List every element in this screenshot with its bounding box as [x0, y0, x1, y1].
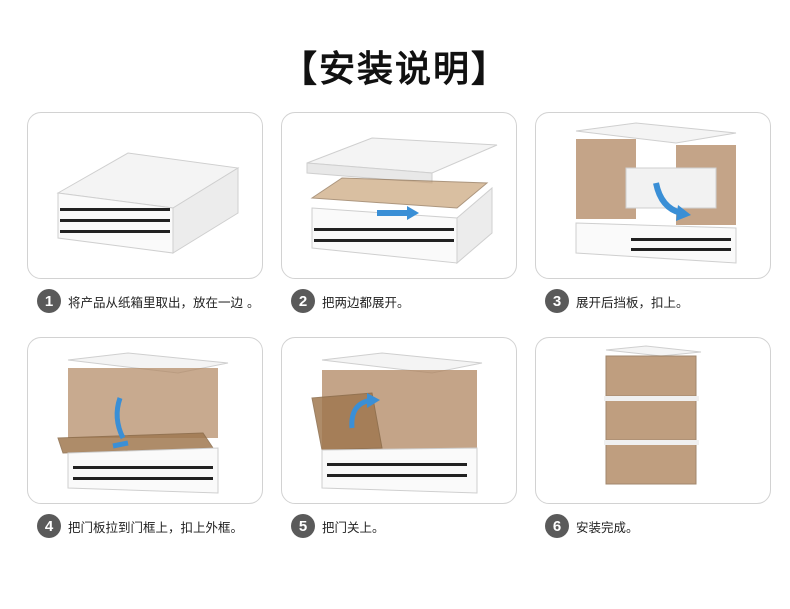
step-1-text: 将产品从纸箱里取出，放在一边 。: [68, 294, 260, 310]
raise-back-panel-illustration: [575, 122, 737, 264]
unfold-side-panels-illustration: [306, 137, 498, 265]
step-3-text: 展开后挡板，扣上。: [576, 294, 689, 310]
step-6-image-card: [535, 337, 771, 504]
step-1-number-badge: 1: [37, 289, 61, 313]
step-2-image-card: [281, 112, 517, 279]
page-title: 【安装说明】: [280, 49, 509, 90]
step-3-number-badge: 3: [545, 289, 569, 313]
stacked-boxes-complete-illustration: [604, 345, 702, 485]
step-4-image-card: [27, 337, 263, 504]
step-1-image-card: [27, 112, 263, 279]
step-2-caption: 2 把两边都展开。: [291, 288, 410, 314]
step-2-text: 把两边都展开。: [322, 294, 410, 310]
folded-storage-box-illustration: [56, 152, 240, 254]
step-4-number-badge: 4: [37, 514, 61, 538]
step-6-text: 安装完成。: [576, 519, 639, 535]
step-2-number-badge: 2: [291, 289, 315, 313]
step-3-image-card: [535, 112, 771, 279]
step-4-caption: 4 把门板拉到门框上，扣上外框。: [37, 513, 243, 539]
step-5-text: 把门关上。: [322, 519, 385, 535]
step-1-caption: 1 将产品从纸箱里取出，放在一边 。: [37, 288, 259, 314]
step-6-caption: 6 安装完成。: [545, 513, 639, 539]
step-5-number-badge: 5: [291, 514, 315, 538]
step-6-number-badge: 6: [545, 514, 569, 538]
step-5-caption: 5 把门关上。: [291, 513, 385, 539]
step-4-text: 把门板拉到门框上，扣上外框。: [68, 519, 244, 535]
step-5-image-card: [281, 337, 517, 504]
close-door-illustration: [311, 352, 483, 494]
lift-door-panel-illustration: [57, 352, 229, 494]
step-3-caption: 3 展开后挡板，扣上。: [545, 288, 689, 314]
